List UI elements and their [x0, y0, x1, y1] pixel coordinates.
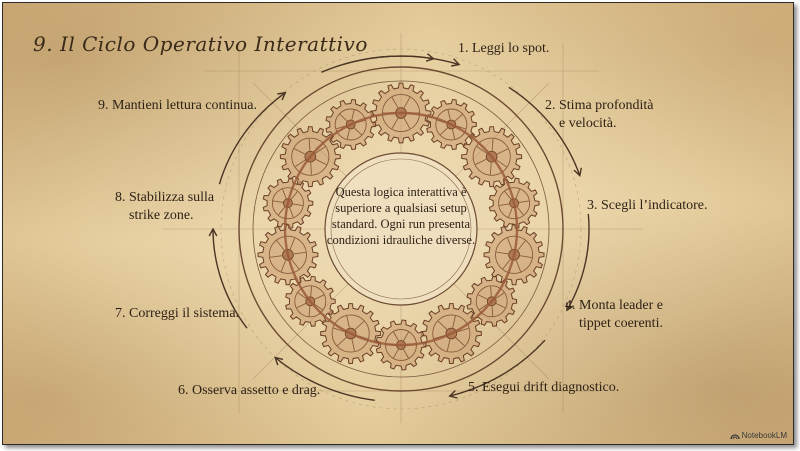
- step-5-label: 5. Esegui drift diagnostico.: [468, 380, 620, 395]
- step-4-line1: 4. Monta leader e: [565, 298, 663, 313]
- cycle-arrow: [508, 86, 581, 176]
- watermark: NotebookLM: [729, 431, 787, 440]
- step-8-line1: 8. Stabilizza sulla: [115, 190, 215, 205]
- step-7-label: 7. Correggi il sistema.: [115, 306, 240, 321]
- step-3-label: 3. Scegli l’indicatore.: [587, 198, 708, 213]
- cycle-arrow: [449, 339, 546, 397]
- cycle-arrow: [566, 213, 590, 311]
- cycle-arrow: [218, 92, 286, 185]
- arrowhead-icon: [274, 356, 284, 366]
- page-title: 9. Il Ciclo Operativo Interattivo: [33, 32, 368, 56]
- cycle-arrow: [274, 356, 375, 401]
- gear-cycle-diagram: [163, 33, 643, 423]
- step-1-label: 1. Leggi lo spot.: [458, 41, 550, 56]
- arrowhead-icon: [448, 390, 458, 399]
- step-9-label: 9. Mantieni lettura continua.: [98, 98, 258, 113]
- arrowhead-icon: [451, 58, 461, 67]
- arrowhead-icon: [277, 91, 287, 101]
- step-6-label: 6. Osserva assetto e drag.: [178, 383, 321, 398]
- arrowhead-icon: [208, 227, 218, 237]
- watermark-label: NotebookLM: [741, 431, 787, 440]
- slide-frame: 9. Il Ciclo Operativo Interattivo 1. Leg…: [2, 2, 794, 445]
- chain-ring: [283, 111, 519, 347]
- arrowhead-icon: [566, 302, 575, 312]
- step-4-line2: tippet coerenti.: [579, 316, 663, 331]
- arrowhead-icon: [573, 167, 582, 177]
- cycle-arrow: [321, 55, 434, 73]
- step-8-line2: strike zone.: [129, 208, 194, 223]
- step-4-label: 4. Monta leader e tippet coerenti.: [565, 297, 663, 333]
- step-2-line2: e velocità.: [559, 116, 617, 131]
- outer-rings: [238, 66, 564, 392]
- step-2-label: 2. Stima profondità e velocità.: [545, 97, 654, 133]
- gear-ring: [257, 82, 545, 371]
- step-2-line1: 2. Stima profondità: [545, 98, 654, 113]
- arrowhead-icon: [425, 53, 436, 62]
- cycle-arrows: [208, 53, 590, 401]
- step-8-label: 8. Stabilizza sulla strike zone.: [115, 189, 214, 225]
- notebooklm-logo-icon: [729, 433, 740, 439]
- center-description: Questa logica interattiva è superiore a …: [326, 185, 476, 247]
- cycle-arrow: [212, 228, 248, 329]
